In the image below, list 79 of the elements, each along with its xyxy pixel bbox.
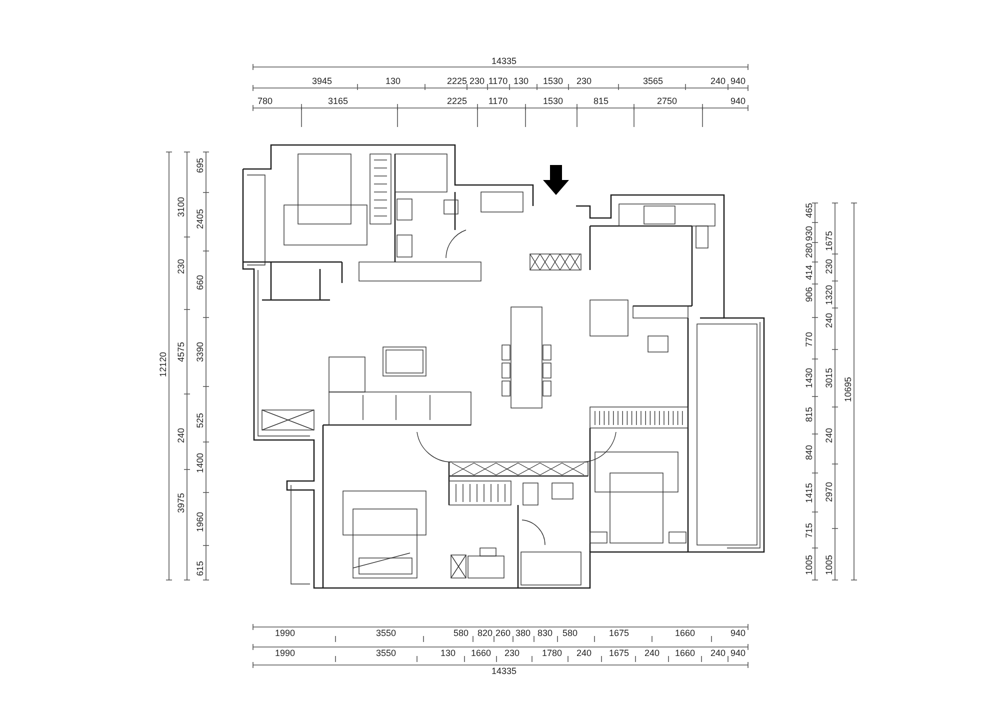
dimension-label: 615 [196, 561, 204, 577]
dimension-label: 130 [385, 76, 401, 86]
dimension-label: 1660 [674, 648, 696, 658]
dimension-label: 3550 [376, 628, 396, 638]
dimension-label: 1675 [608, 628, 630, 638]
dimension-label: 465 [804, 203, 814, 219]
dimension-label: 3390 [196, 342, 204, 362]
dimension-label: 240 [644, 648, 660, 658]
dimension-label: 2970 [824, 482, 834, 502]
dimension-label: 840 [804, 445, 814, 461]
dimension-label: 10695 [844, 377, 852, 403]
dimension-label: 2225 [446, 76, 468, 86]
dimension-label: 1530 [542, 96, 564, 106]
dimension-label: 1415 [804, 482, 814, 504]
dimension-label: 525 [196, 413, 204, 429]
dimension-label: 940 [730, 628, 746, 638]
dimension-label: 1005 [824, 554, 834, 576]
dimension-label: 580 [562, 628, 578, 638]
dimension-label: 1960 [196, 512, 204, 532]
dimension-label: 130 [440, 648, 456, 658]
dimension-label: 130 [513, 76, 529, 86]
dimension-label: 12120 [158, 352, 168, 378]
dimension-label: 1170 [488, 76, 508, 86]
dimension-label: 3550 [376, 648, 396, 658]
dimension-label: 414 [804, 265, 814, 281]
dimension-label: 1660 [674, 628, 696, 638]
dimension-label: 280 [804, 243, 814, 259]
dimension-label: 3100 [176, 196, 186, 218]
dimension-label: 1780 [542, 648, 562, 658]
dimension-label: 940 [730, 648, 746, 658]
dimension-label: 230 [469, 76, 485, 86]
dimension-label: 770 [804, 332, 814, 348]
dimension-label: 660 [196, 275, 204, 291]
dimension-label: 715 [804, 523, 814, 539]
dimension-label: 3015 [824, 368, 834, 388]
dimension-label: 240 [710, 648, 726, 658]
dimension-label: 815 [593, 96, 609, 106]
dimension-label: 906 [804, 287, 814, 303]
dimension-label: 1530 [542, 76, 564, 86]
dimension-label: 780 [257, 96, 273, 106]
dimension-label: 3945 [312, 76, 332, 86]
dimension-label: 230 [576, 76, 592, 86]
dimension-label: 1005 [804, 554, 814, 576]
dimension-label: 1660 [470, 648, 492, 658]
dimension-label: 940 [730, 96, 746, 106]
dimension-label: 1170 [488, 96, 508, 106]
dimension-label: 930 [804, 226, 814, 242]
dimension-label: 1430 [804, 368, 814, 388]
dimension-label: 230 [504, 648, 520, 658]
dimension-label: 1400 [196, 452, 204, 474]
dimension-label: 230 [824, 259, 834, 275]
dimension-label: 14335 [491, 666, 517, 676]
dimension-label: 240 [824, 428, 834, 444]
dimension-label: 240 [176, 428, 186, 444]
dimension-label: 240 [824, 313, 834, 329]
dimension-label: 260 [495, 628, 511, 638]
dimension-label: 2225 [446, 96, 468, 106]
dimension-label: 1675 [608, 648, 630, 658]
dimension-label: 14335 [491, 56, 517, 66]
dimension-label: 240 [710, 76, 726, 86]
dimension-label: 1990 [274, 628, 296, 638]
dimension-label: 3165 [328, 96, 348, 106]
dimension-label: 230 [176, 259, 186, 275]
dimension-label: 4575 [176, 342, 186, 362]
dimension-label: 2405 [196, 208, 204, 230]
dimension-label: 3975 [176, 492, 186, 514]
dimension-label: 815 [804, 407, 814, 423]
dimension-label: 1320 [824, 284, 834, 306]
dimension-label: 820 [477, 628, 493, 638]
dimension-label: 830 [537, 628, 553, 638]
dimension-label: 380 [515, 628, 531, 638]
dimension-label: 2750 [656, 96, 678, 106]
dimension-label: 940 [730, 76, 746, 86]
dimension-label: 580 [453, 628, 469, 638]
dimension-label: 1675 [824, 230, 834, 252]
dimension-label: 3565 [642, 76, 664, 86]
dimension-label: 240 [576, 648, 592, 658]
dimension-label: 1990 [274, 648, 296, 658]
dimension-label: 695 [196, 158, 204, 174]
